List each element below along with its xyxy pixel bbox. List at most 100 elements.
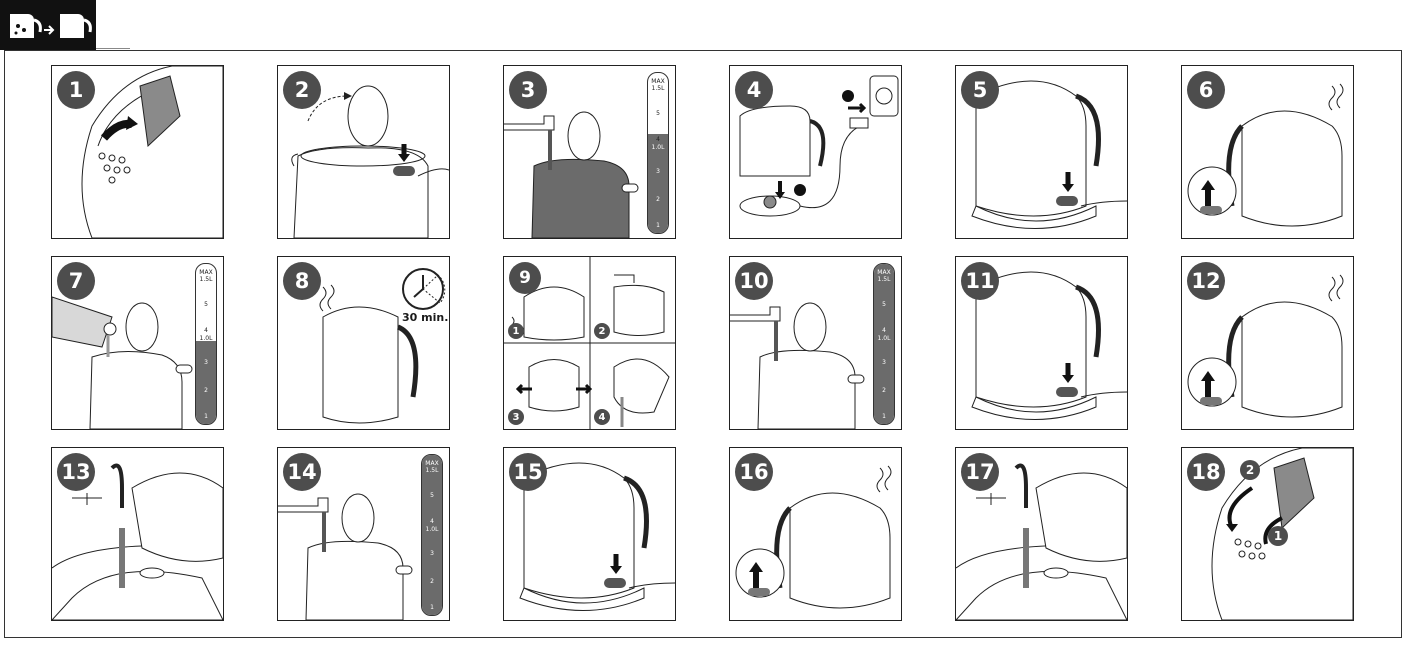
step-number: 9 bbox=[509, 262, 541, 294]
step-number: 1 bbox=[57, 71, 95, 109]
scale-max-volume-label: 1.5L bbox=[425, 467, 439, 474]
scale-cup-2-label: 2 bbox=[882, 387, 886, 394]
step-panel-17: 17 bbox=[955, 447, 1128, 621]
fill-water-tap-icon bbox=[504, 111, 639, 238]
switch-off-steam-icon bbox=[735, 465, 892, 609]
switch-off-steam-icon bbox=[1187, 274, 1344, 418]
scale-cup-5-label: 5 bbox=[430, 492, 434, 499]
step-number: 18 bbox=[1187, 453, 1225, 491]
step-panel-4: 4 bbox=[729, 65, 902, 239]
sub-step-marker: 3 bbox=[508, 409, 524, 425]
step-number: 7 bbox=[57, 262, 95, 300]
scale-cup-1-label: 1 bbox=[204, 413, 208, 420]
scale-cup-3-label: 3 bbox=[882, 359, 886, 366]
step-number: 8 bbox=[283, 262, 321, 300]
pour-descaler-icon bbox=[52, 296, 193, 429]
step-number: 17 bbox=[961, 453, 999, 491]
step-panel-11: 11 bbox=[955, 256, 1128, 430]
step-panel-7: MAX 1.5L 5 4 1.0L 3 2 1 7 bbox=[51, 256, 224, 430]
step-number: 3 bbox=[509, 71, 547, 109]
scale-one-liter-label: 1.0L bbox=[877, 335, 891, 342]
step-panel-9: 9 1 2 3 4 bbox=[503, 256, 676, 430]
step-panel-2: 2 bbox=[277, 65, 450, 239]
step-number: 10 bbox=[735, 262, 773, 300]
lid-open-button-icon bbox=[291, 85, 449, 238]
scale-cup-4-label: 4 bbox=[656, 136, 660, 143]
step-panel-8: 30 min. 8 bbox=[277, 256, 450, 430]
step-panel-16: 16 bbox=[729, 447, 902, 621]
step-number: 16 bbox=[735, 453, 773, 491]
water-level-fill bbox=[874, 264, 894, 424]
step-panel-6: 6 bbox=[1181, 65, 1354, 239]
scale-max-label: MAX bbox=[877, 269, 891, 276]
scale-cup-3-label: 3 bbox=[430, 550, 434, 557]
step-number: 14 bbox=[283, 453, 321, 491]
empty-in-sink-icon bbox=[52, 463, 223, 620]
step-number: 2 bbox=[283, 71, 321, 109]
sub-step-marker: 2 bbox=[594, 323, 610, 339]
dirty-kettle-icon bbox=[10, 14, 42, 38]
switch-on-icon bbox=[971, 80, 1127, 229]
fill-water-tap-icon bbox=[730, 302, 865, 429]
water-level-scale: MAX 1.5L 5 4 1.0L 3 2 1 bbox=[195, 263, 217, 425]
rinse-sequence-icon bbox=[504, 257, 675, 429]
step-panel-5: 5 bbox=[955, 65, 1128, 239]
open-lid-filter-icon bbox=[81, 66, 223, 238]
water-level-scale: MAX 1.5L 5 4 1.0L 3 2 1 bbox=[647, 72, 669, 234]
step-number: 13 bbox=[57, 453, 95, 491]
scale-cup-2-label: 2 bbox=[430, 578, 434, 585]
step-number: 6 bbox=[1187, 71, 1225, 109]
water-level-fill bbox=[196, 340, 216, 424]
scale-cup-1-label: 1 bbox=[656, 222, 660, 229]
water-level-scale: MAX 1.5L 5 4 1.0L 3 2 1 bbox=[421, 454, 443, 616]
clean-kettle-icon bbox=[60, 14, 92, 38]
step-panel-18: 18 2 1 bbox=[1181, 447, 1354, 621]
step-panel-13: 13 bbox=[51, 447, 224, 621]
scale-cup-1-label: 1 bbox=[430, 604, 434, 611]
water-level-fill bbox=[422, 455, 442, 615]
switch-off-steam-icon bbox=[1187, 83, 1344, 227]
fill-water-tap-icon bbox=[278, 493, 413, 620]
sub-step-marker: 4 bbox=[594, 409, 610, 425]
water-level-fill bbox=[648, 133, 668, 233]
step-number: 4 bbox=[735, 71, 773, 109]
descale-header-icon bbox=[10, 14, 92, 38]
scale-cup-2-label: 2 bbox=[656, 196, 660, 203]
sub-step-marker: 2 bbox=[1240, 460, 1260, 480]
scale-cup-3-label: 3 bbox=[204, 359, 208, 366]
scale-max-label: MAX bbox=[651, 78, 665, 85]
scale-cup-4-label: 4 bbox=[882, 327, 886, 334]
step-panel-12: 12 bbox=[1181, 256, 1354, 430]
scale-max-volume-label: 1.5L bbox=[199, 276, 213, 283]
step-number: 15 bbox=[509, 453, 547, 491]
scale-max-volume-label: 1.5L bbox=[651, 85, 665, 92]
scale-one-liter-label: 1.0L bbox=[199, 335, 213, 342]
scale-max-volume-label: 1.5L bbox=[877, 276, 891, 283]
step-number: 11 bbox=[961, 262, 999, 300]
step-number: 5 bbox=[961, 71, 999, 109]
scale-cup-5-label: 5 bbox=[656, 110, 660, 117]
arrow-right-icon bbox=[44, 25, 55, 35]
sub-step-marker: 1 bbox=[1268, 526, 1288, 546]
scale-cup-2-label: 2 bbox=[204, 387, 208, 394]
header-badge bbox=[0, 0, 96, 50]
step-panel-14: MAX 1.5L 5 4 1.0L 3 2 1 14 bbox=[277, 447, 450, 621]
empty-in-sink-icon bbox=[956, 463, 1127, 620]
water-level-scale: MAX 1.5L 5 4 1.0L 3 2 1 bbox=[873, 263, 895, 425]
sub-step-marker: 1 bbox=[508, 323, 524, 339]
scale-cup-4-label: 4 bbox=[204, 327, 208, 334]
scale-cup-4-label: 4 bbox=[430, 518, 434, 525]
scale-cup-5-label: 5 bbox=[882, 301, 886, 308]
wait-timer-icon bbox=[319, 268, 446, 424]
scale-cup-1-label: 1 bbox=[882, 413, 886, 420]
header-divider bbox=[96, 48, 130, 49]
step-panel-15: 15 bbox=[503, 447, 676, 621]
scale-one-liter-label: 1.0L bbox=[425, 526, 439, 533]
switch-on-icon bbox=[519, 462, 675, 611]
scale-max-label: MAX bbox=[199, 269, 213, 276]
illustration-frame bbox=[4, 50, 1402, 638]
scale-one-liter-label: 1.0L bbox=[651, 144, 665, 151]
step-panel-1: 1 bbox=[51, 65, 224, 239]
scale-cup-3-label: 3 bbox=[656, 168, 660, 175]
step-number: 12 bbox=[1187, 262, 1225, 300]
